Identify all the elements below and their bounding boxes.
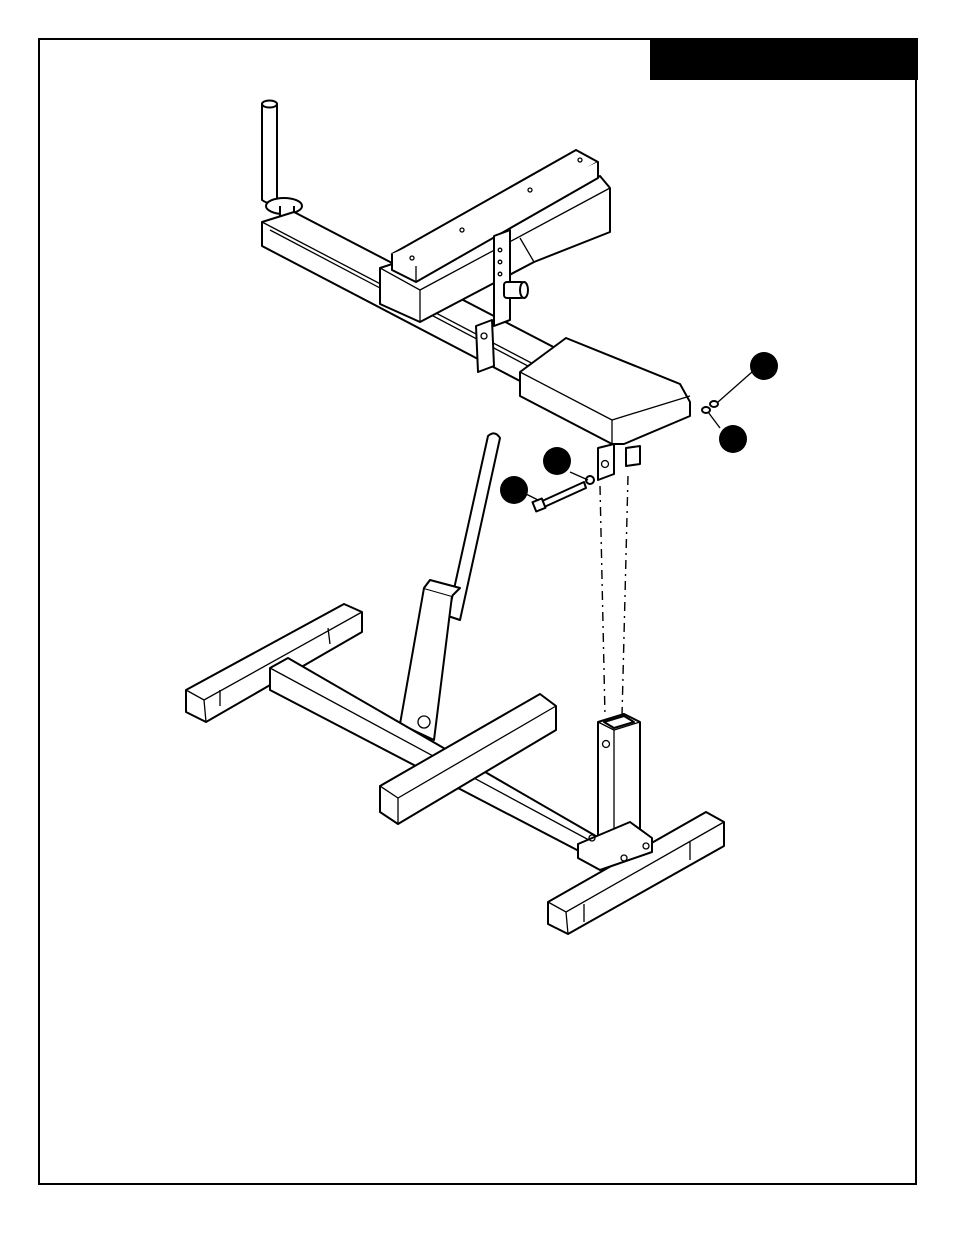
beam-bracket <box>476 320 494 372</box>
bolt-assembly <box>522 472 594 512</box>
callout-left <box>500 476 528 504</box>
nut-washer-right <box>702 372 752 428</box>
alignment-guide <box>600 476 628 716</box>
upright-post <box>578 714 652 870</box>
callout-middle <box>543 447 571 475</box>
weight-horn <box>262 101 302 225</box>
seat-bracket <box>598 444 640 480</box>
callout-right <box>719 425 747 453</box>
lever-arm <box>400 433 500 740</box>
upper-frame-assembly <box>262 101 752 512</box>
seat-pad <box>520 338 690 444</box>
callout-upper-right <box>750 352 778 380</box>
base-assembly <box>186 433 724 934</box>
